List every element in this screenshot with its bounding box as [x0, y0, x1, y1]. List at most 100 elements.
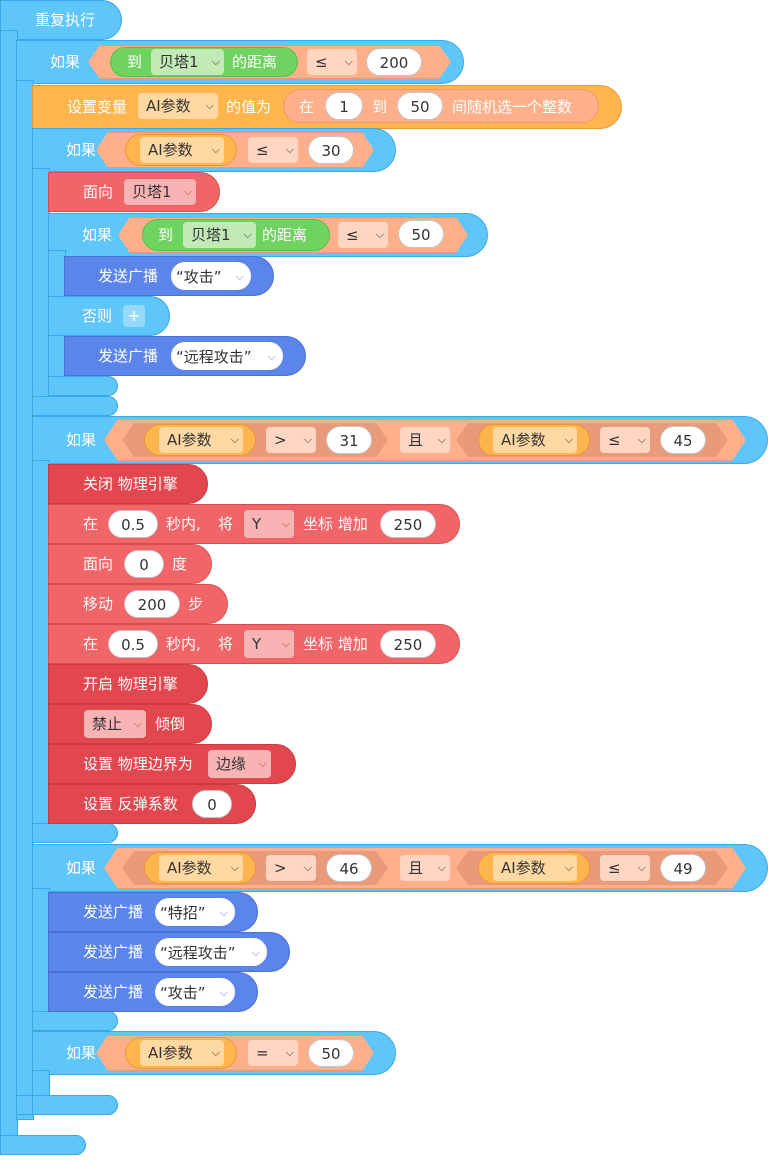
- value-input[interactable]: 50: [398, 220, 444, 248]
- physics-off-label: 关闭 物理引擎: [83, 475, 178, 493]
- random-min-input[interactable]: 1: [325, 92, 363, 120]
- operator-value: >: [274, 859, 287, 877]
- broadcast-label: 发送广播: [83, 983, 144, 1001]
- chevron-down-icon: ⌵: [211, 143, 220, 156]
- degree-label: 度: [172, 555, 188, 573]
- if-label: 如果: [82, 226, 113, 244]
- operator-dropdown[interactable]: ≤⌵: [248, 137, 298, 163]
- random-max-input[interactable]: 50: [397, 92, 443, 120]
- if-label: 如果: [50, 53, 81, 71]
- plus-glyph: +: [127, 306, 141, 325]
- logic-dropdown[interactable]: 且⌵: [400, 855, 450, 881]
- broadcast-message-dropdown[interactable]: “攻击”⌵: [171, 262, 251, 290]
- variable-dropdown[interactable]: AI参数⌵: [159, 855, 243, 881]
- if-label: 如果: [66, 1044, 97, 1062]
- seconds-text: 0.5: [121, 636, 145, 654]
- boundary-dropdown[interactable]: 边缘⌵: [208, 750, 271, 778]
- chevron-down-icon: ⌵: [281, 517, 290, 530]
- broadcast-message-dropdown[interactable]: “远程攻击”⌵: [171, 342, 283, 370]
- operator-dropdown[interactable]: ≤⌵: [307, 49, 357, 75]
- chevron-down-icon: ⌵: [205, 99, 214, 112]
- face-direction-block[interactable]: [48, 544, 212, 584]
- chevron-down-icon: ⌵: [285, 1046, 294, 1059]
- chevron-down-icon: ⌵: [251, 946, 260, 959]
- variable-value: AI参数: [148, 141, 193, 159]
- face-target-dropdown[interactable]: 贝塔1⌵: [124, 179, 196, 205]
- variable-value: AI参数: [146, 97, 191, 115]
- physics-off-block[interactable]: [48, 464, 208, 504]
- physics-on-block[interactable]: [48, 664, 208, 704]
- random-to-label: 到: [372, 98, 388, 116]
- broadcast-message-value: “攻击”: [160, 984, 206, 1002]
- chevron-down-icon: ⌵: [637, 433, 646, 446]
- target-dropdown[interactable]: 贝塔1⌵: [151, 49, 224, 75]
- logic-dropdown[interactable]: 且⌵: [400, 427, 450, 453]
- distance-label: 的距离: [262, 226, 308, 244]
- variable-dropdown[interactable]: AI参数⌵: [140, 1040, 224, 1066]
- value-input[interactable]: 50: [308, 1039, 354, 1067]
- will-label: 将: [218, 515, 234, 533]
- variable-dropdown[interactable]: AI参数 ⌵: [138, 93, 218, 119]
- chevron-down-icon: ⌵: [281, 637, 290, 650]
- operator-dropdown[interactable]: =⌵: [248, 1040, 298, 1066]
- target-value: 贝塔1: [191, 226, 231, 244]
- glide-in-label: 在: [83, 515, 99, 533]
- chevron-down-icon: ⌵: [303, 861, 312, 874]
- broadcast-message-dropdown[interactable]: “攻击”⌵: [155, 978, 235, 1006]
- variable-dropdown[interactable]: AI参数 ⌵: [140, 137, 224, 163]
- value-text: 31: [339, 432, 359, 450]
- add-branch-icon[interactable]: +: [123, 305, 145, 327]
- tilt-mode-dropdown[interactable]: 禁止⌵: [84, 710, 146, 738]
- seconds-input[interactable]: 0.5: [108, 510, 158, 538]
- operator-dropdown[interactable]: >⌵: [266, 427, 316, 453]
- value-input[interactable]: 30: [308, 136, 354, 164]
- operator-dropdown[interactable]: ≤⌵: [600, 855, 650, 881]
- degree-input[interactable]: 0: [124, 550, 164, 578]
- operator-value: >: [274, 431, 287, 449]
- move-label: 移动: [83, 595, 114, 613]
- variable-dropdown[interactable]: AI参数 ⌵: [493, 427, 577, 453]
- if-label: 如果: [66, 431, 97, 449]
- face-label: 面向: [83, 555, 114, 573]
- operator-dropdown[interactable]: >⌵: [266, 855, 316, 881]
- operator-dropdown[interactable]: ≤⌵: [600, 427, 650, 453]
- chevron-down-icon: ⌵: [437, 433, 446, 446]
- operator-value: ≤: [315, 53, 328, 71]
- bounce-label: 设置 反弹系数: [83, 795, 178, 813]
- boundary-label: 设置 物理边界为: [83, 755, 193, 773]
- set-variable-label: 设置变量: [67, 98, 128, 116]
- amount-input[interactable]: 250: [380, 630, 436, 658]
- bounce-input[interactable]: 0: [192, 790, 232, 818]
- value-input[interactable]: 46: [326, 854, 372, 882]
- broadcast-message-value: “特招”: [160, 904, 206, 922]
- variable-dropdown[interactable]: AI参数⌵: [493, 855, 577, 881]
- broadcast-message-dropdown[interactable]: “特招”⌵: [155, 898, 235, 926]
- distance-to-label: 到: [127, 53, 143, 71]
- broadcast-message-value: “远程攻击”: [160, 944, 236, 962]
- repeat-forever-block[interactable]: [0, 0, 122, 40]
- axis-dropdown[interactable]: Y⌵: [244, 630, 294, 658]
- face-target-value: 贝塔1: [132, 183, 172, 201]
- random-min-text: 1: [339, 98, 349, 116]
- variable-value: AI参数: [501, 431, 546, 449]
- if-block-footer: [32, 396, 118, 416]
- if-block-footer: [32, 1095, 118, 1115]
- axis-dropdown[interactable]: Y⌵: [244, 510, 294, 538]
- value-input[interactable]: 31: [326, 426, 372, 454]
- seconds-input[interactable]: 0.5: [108, 630, 158, 658]
- value-text: 49: [673, 860, 693, 878]
- broadcast-message-dropdown[interactable]: “远程攻击” ⌵: [155, 938, 267, 966]
- operator-dropdown[interactable]: ≤⌵: [338, 222, 388, 248]
- random-max-text: 50: [410, 98, 430, 116]
- value-input[interactable]: 49: [660, 854, 706, 882]
- seconds-label: 秒内,: [166, 635, 201, 653]
- chevron-down-icon: ⌵: [564, 433, 573, 446]
- steps-input[interactable]: 200: [124, 590, 180, 618]
- amount-input[interactable]: 250: [380, 510, 436, 538]
- variable-dropdown[interactable]: AI参数⌵: [159, 427, 243, 453]
- value-input[interactable]: 200: [366, 48, 422, 76]
- repeat-forever-label: 重复执行: [35, 11, 96, 29]
- steps-text: 200: [137, 596, 167, 614]
- value-input[interactable]: 45: [660, 426, 706, 454]
- target-dropdown[interactable]: 贝塔1⌵: [183, 222, 256, 248]
